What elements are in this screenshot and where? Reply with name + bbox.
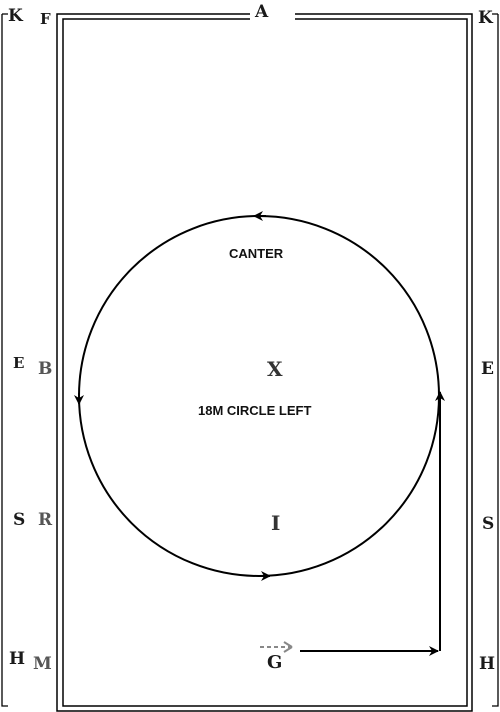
marker-a: A <box>255 2 269 22</box>
marker-g: G <box>267 652 283 673</box>
marker-i: I <box>271 511 281 535</box>
marker-k-right: K <box>478 8 493 28</box>
marker-s-outer-left: S <box>13 510 26 530</box>
marker-b: B <box>38 359 53 379</box>
arena-border-outer <box>56 13 473 712</box>
arena-border-inner <box>62 18 468 707</box>
marker-m: M <box>33 654 52 674</box>
marker-h-outer-left: H <box>9 649 26 669</box>
right-side-rail <box>492 13 499 707</box>
marker-f: F <box>40 10 51 28</box>
marker-k-outer-left: K <box>8 6 23 26</box>
circle-path <box>78 215 440 577</box>
marker-x: X <box>267 357 283 381</box>
gait-label: CANTER <box>229 246 284 261</box>
marker-r: R <box>38 510 53 530</box>
marker-s-right: S <box>482 514 495 534</box>
marker-e-outer-left: E <box>13 354 25 372</box>
marker-e-right: E <box>481 359 494 379</box>
figure-label: 18M CIRCLE LEFT <box>198 403 312 418</box>
left-side-rail <box>1 13 8 707</box>
marker-h-right: H <box>479 654 496 674</box>
